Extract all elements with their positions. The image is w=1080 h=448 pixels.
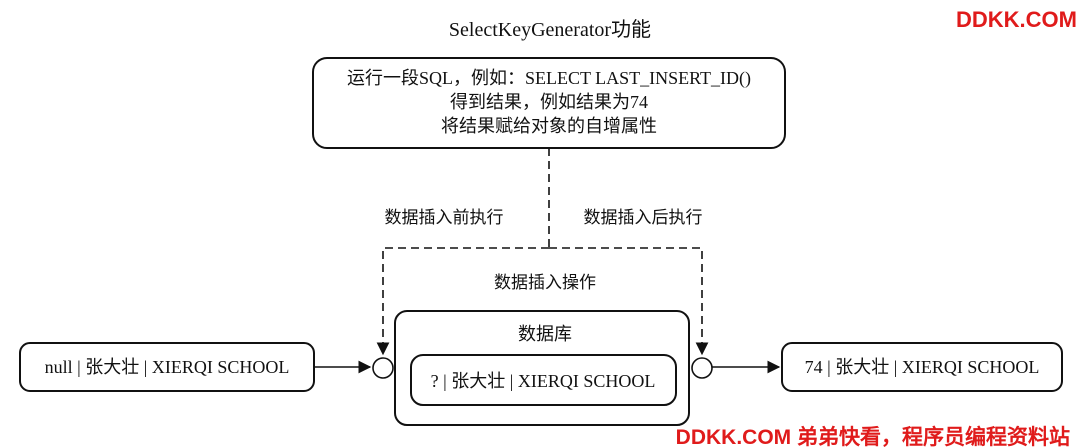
diagram-title: SelectKeyGenerator功能 <box>449 18 651 41</box>
output-record-text: 74 | 张大壮 | XIERQI SCHOOL <box>805 357 1040 377</box>
dashed-arrow-after <box>549 247 709 356</box>
dashed-arrow-before <box>376 247 549 356</box>
output-record-box <box>781 342 1063 392</box>
process-line-get-result: 得到结果，例如结果为74 <box>450 92 648 112</box>
process-line-run-sql: 运行一段SQL，例如：SELECT LAST_INSERT_ID() <box>347 68 751 89</box>
watermark-bottom: DDKK.COM 弟弟快看，程序员编程资料站 <box>676 425 1070 448</box>
after-insert-node <box>691 357 713 379</box>
label-insert-operation: 数据插入操作 <box>494 273 596 293</box>
label-before-insert: 数据插入前执行 <box>385 208 504 228</box>
before-insert-node <box>372 357 394 379</box>
database-inner-record-box <box>410 354 677 406</box>
process-line-assign: 将结果赋给对象的自增属性 <box>441 116 657 136</box>
label-after-insert: 数据插入后执行 <box>584 208 703 228</box>
input-record-text: null | 张大壮 | XIERQI SCHOOL <box>45 357 290 377</box>
database-title: 数据库 <box>518 324 572 345</box>
watermark-top: DDKK.COM <box>956 7 1077 32</box>
database-inner-record-text: ? | 张大壮 | XIERQI SCHOOL <box>431 371 656 391</box>
